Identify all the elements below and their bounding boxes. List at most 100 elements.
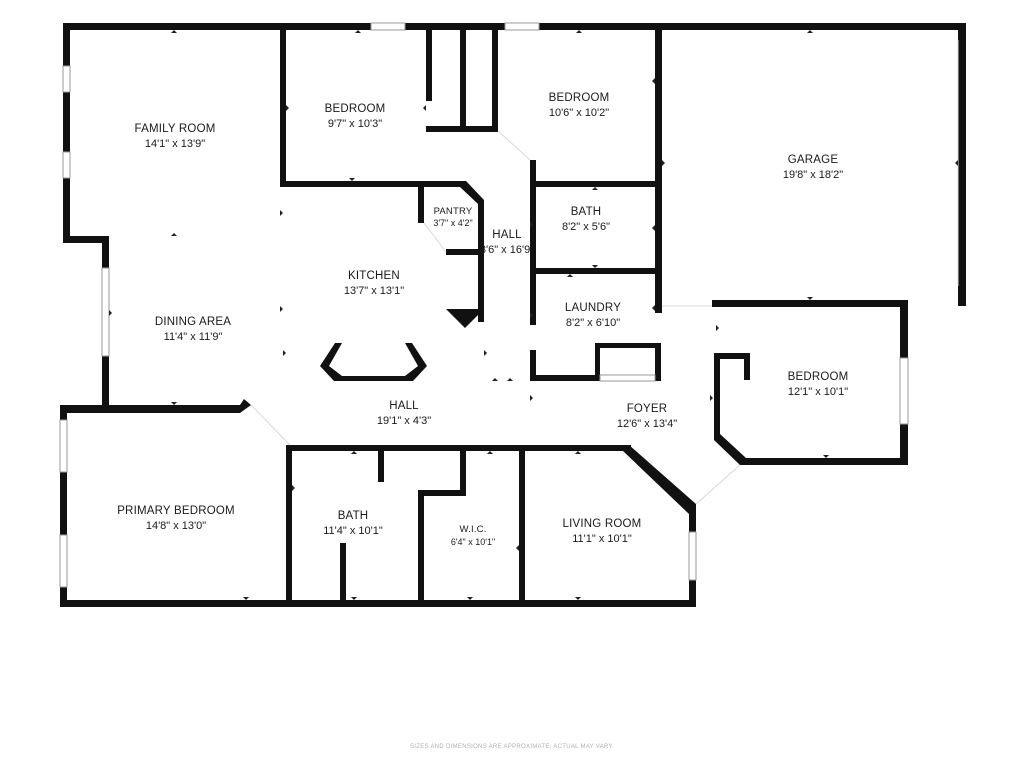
label-laundry-name: LAUNDRY [565,302,621,314]
wall-bath-stub [378,445,384,482]
label-pantry-name: PANTRY [434,206,473,217]
tick [349,178,355,181]
wall-laundry-notch-h [595,343,660,348]
label-bath-upper-name: BATH [571,206,602,218]
wall-pantry-bottom [446,249,484,255]
tick [575,451,581,454]
tick [576,30,582,33]
label-bath-primary-dim: 11'4" x 10'1" [323,525,383,537]
wall-bedroom2-bottom [530,181,662,187]
tick [171,233,177,236]
tick [355,30,361,33]
window-dining [101,267,110,357]
label-family-room-dim: 14'1" x 13'9" [145,138,205,150]
wall-bath-inner [340,543,346,607]
kitchen-counter-point [446,309,484,328]
tick [592,187,598,190]
window-bedroom3 [899,357,909,425]
label-bedroom3-name: BEDROOM [788,371,849,383]
window-bedroom2 [504,22,540,31]
wall-primary-top [60,399,251,413]
wall-bottom [60,600,696,607]
tick [280,210,283,216]
window-laundry [599,374,656,382]
wall-hall-bottom [286,445,631,451]
wall-wic-top [418,490,466,496]
wall-bedroom1-bottom [280,181,466,187]
label-bedroom3-dim: 12'1" x 10'1" [788,386,848,398]
wall-wic-stub [460,445,466,495]
interior-walls [60,23,750,607]
tick [492,378,498,381]
tick [283,350,286,356]
label-dining-area-name: DINING AREA [155,316,231,328]
label-living-room-name: LIVING ROOM [563,518,642,530]
tick [716,325,719,331]
wall-living-left [519,445,525,607]
label-kitchen-dim: 13'7" x 13'1" [344,285,404,297]
tick [530,312,533,318]
wall-left-step [63,236,109,243]
wall-laundry-notch-v [595,343,600,381]
tick [467,597,473,600]
wall-closet-b [492,23,498,131]
label-foyer-name: FOYER [627,403,668,415]
label-hall-center-name: HALL [492,229,522,241]
label-laundry-dim: 8'2" x 6'10" [566,317,620,329]
wall-pantry-left [418,181,424,223]
wall-pantry-angle [460,181,484,204]
tick [652,305,655,311]
label-dining-area-dim: 11'4" x 11'9" [164,331,223,343]
wall-wic-left [418,490,424,607]
label-family-room-name: FAMILY ROOM [134,123,215,135]
tick [351,597,357,600]
opening-bedroom3 [695,464,741,505]
label-primary-bedroom-name: PRIMARY BEDROOM [117,505,235,517]
wall-left-lower [60,405,67,607]
tick-marks [109,30,958,600]
tick [507,378,513,381]
opening-pantry [423,222,447,253]
wall-bedroom3-bottom [740,458,908,465]
wall-closet-bottom [426,126,498,132]
tick [652,78,655,84]
label-kitchen-name: KITCHEN [348,270,400,282]
tick [516,545,519,551]
tick [823,455,829,458]
window-living [688,531,697,581]
tick [652,225,655,231]
wall-garage-right [958,23,966,306]
tick [575,597,581,600]
window-family-2 [62,151,71,179]
label-bedroom1-dim: 9'7" x 10'3" [328,118,382,130]
label-living-room-dim: 11'1" x 10'1" [572,533,632,545]
wall-closet-a [460,23,466,131]
tick [807,297,813,300]
kitchen-island [320,343,427,381]
wall-bedroom2-right [655,23,662,313]
tick [530,222,533,228]
wall-pantry-right [478,200,484,322]
tick [710,395,713,401]
tick [292,485,295,491]
label-hall-center-dim: 3'6" x 16'9" [480,244,534,256]
label-foyer-dim: 12'6" x 13'4" [617,418,677,430]
tick [423,105,426,111]
tick [280,306,283,312]
tick [530,395,533,401]
wall-bath-bottom [530,268,662,274]
tick [487,451,493,454]
opening-hall-lower [250,404,291,446]
window-family-1 [62,65,71,93]
room-labels: FAMILY ROOM 14'1" x 13'9" BEDROOM 9'7" x… [117,92,848,547]
windows [59,22,909,588]
tick [662,160,665,166]
tick [567,274,573,277]
tick [286,105,289,111]
label-wic-name: W.I.C. [459,524,486,535]
tick [955,160,958,166]
window-primary-2 [59,534,68,588]
label-hall-lower-dim: 19'1" x 4'3" [377,415,431,427]
label-bedroom1-name: BEDROOM [325,103,386,115]
label-bath-upper-dim: 8'2" x 5'6" [562,221,610,233]
